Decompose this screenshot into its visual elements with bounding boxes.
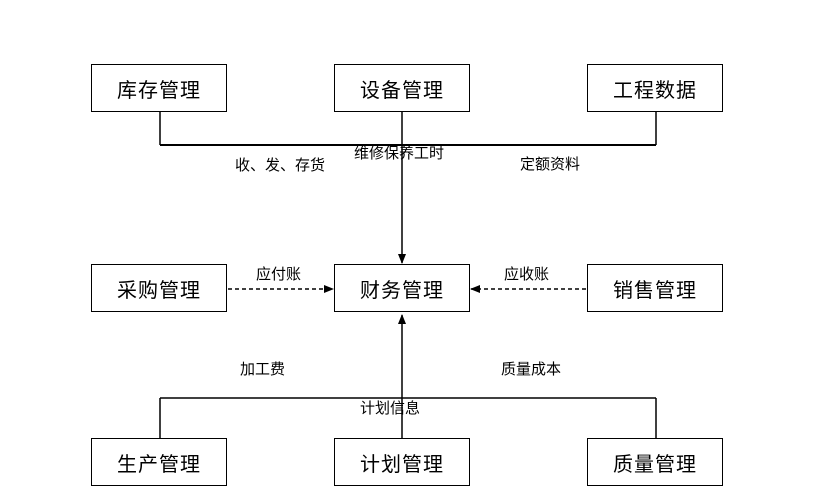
quality-management-box: 质量管理 — [587, 438, 723, 486]
sales-management-box: 销售管理 — [587, 264, 723, 312]
purchasing-management-box: 采购管理 — [91, 264, 227, 312]
label-receive-issue-stock: 收、发、存货 — [234, 156, 325, 174]
inventory-management-box: 库存管理 — [91, 64, 227, 112]
planning-management-box: 计划管理 — [334, 438, 470, 486]
equipment-management-box: 设备管理 — [334, 64, 470, 112]
label-accounts-receivable: 应收账 — [504, 265, 550, 283]
label-processing-fee: 加工费 — [240, 360, 286, 378]
production-management-box: 生产管理 — [91, 438, 227, 486]
label-quota-data: 定额资料 — [520, 155, 581, 173]
label-maintenance-hours: 维修保养工时 — [354, 144, 445, 162]
finance-management-box: 财务管理 — [334, 264, 470, 312]
label-accounts-payable: 应付账 — [256, 265, 302, 283]
label-plan-info: 计划信息 — [360, 399, 421, 417]
engineering-data-box: 工程数据 — [587, 64, 723, 112]
label-quality-cost: 质量成本 — [501, 360, 562, 378]
